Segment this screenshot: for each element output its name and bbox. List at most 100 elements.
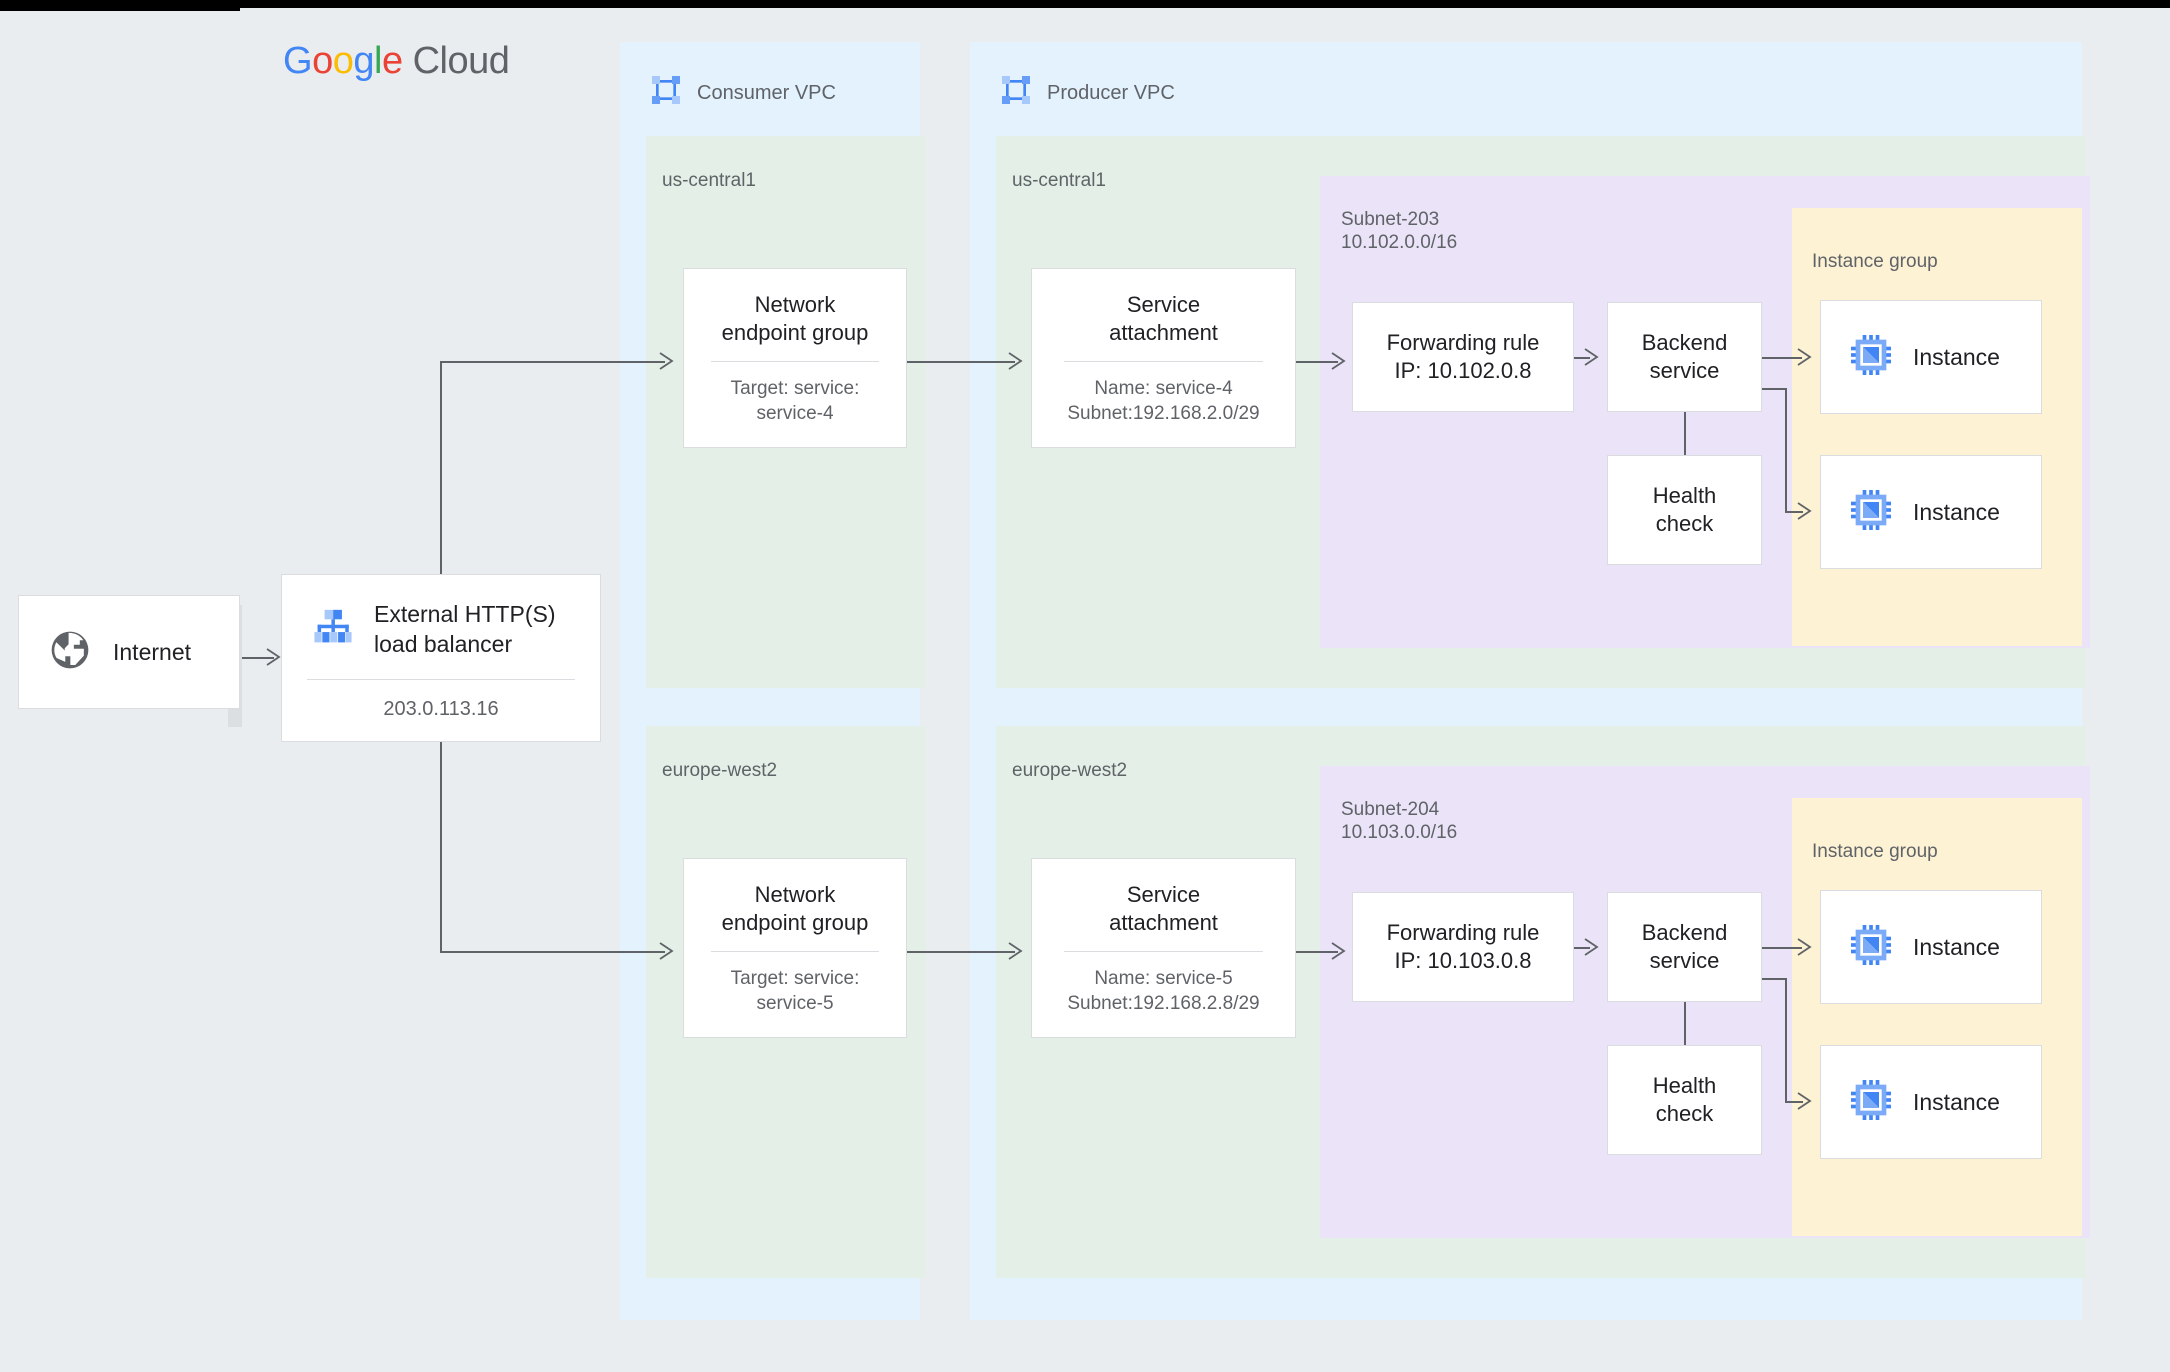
backend-service-text: Backend service (1641, 920, 1728, 973)
forwarding-rule-text: Forwarding rule IP: 10.102.0.8 (1386, 330, 1540, 383)
subnet-204-label: Subnet-204 10.103.0.0/16 (1341, 798, 1457, 844)
connector-neg-to-sa-us-central1 (907, 361, 1015, 363)
arrowhead-bs-to-instance-203-1 (1797, 348, 1812, 366)
producer-region-europe-west2-label: europe-west2 (1012, 760, 1128, 781)
arrowhead-sa-to-fr-204 (1331, 942, 1346, 960)
subnet-cidr: 10.102.0.0/16 (1341, 232, 1458, 253)
arrowhead-fr-to-bs-203 (1584, 348, 1599, 366)
connector-bs-elbow-h2-203 (1785, 511, 1803, 513)
backend-service-subnet-204[interactable]: Backend service (1607, 892, 1762, 1002)
backend-service-subnet-203[interactable]: Backend service (1607, 302, 1762, 412)
instance-203-2[interactable]: Instance (1820, 455, 2042, 569)
connector-bs-elbow-h1-204 (1762, 978, 1786, 980)
network-endpoint-group-europe-west2[interactable]: Network endpoint group Target: service: … (683, 858, 907, 1038)
arrowhead-lb-to-neg-europe-west2 (659, 942, 674, 960)
consumer-region-europe-west2-label: europe-west2 (662, 760, 778, 781)
divider (307, 679, 575, 680)
arrowhead-bs-to-instance-203-2 (1797, 502, 1812, 520)
producer-region-us-central1-label: us-central1 (1012, 170, 1106, 191)
load-balancer-icon (312, 606, 354, 653)
connector-bs-to-instance-204-1 (1762, 947, 1802, 949)
vpc-icon (1000, 74, 1032, 106)
external-http-load-balancer-node[interactable]: External HTTP(S) load balancer 203.0.113… (281, 574, 601, 742)
internet-label: Internet (113, 638, 191, 665)
instance-group-204-label: Instance group (1812, 841, 1938, 862)
connector-sa-to-fr-204 (1296, 951, 1338, 953)
top-black-bar-left (0, 0, 240, 11)
consumer-region-us-central1-label: us-central1 (662, 170, 756, 191)
arrowhead-bs-to-instance-204-2 (1797, 1092, 1812, 1110)
connector-bs-elbow-v-203 (1785, 388, 1787, 512)
service-attachment-us-central1[interactable]: Service attachment Name: service-4 Subne… (1031, 268, 1296, 448)
health-check-text: Health check (1652, 1073, 1717, 1126)
vpc-icon (650, 74, 682, 106)
service-attachment-europe-west2[interactable]: Service attachment Name: service-5 Subne… (1031, 858, 1296, 1038)
instance-label: Instance (1913, 1088, 2000, 1115)
subnet-cidr: 10.103.0.0/16 (1341, 822, 1458, 843)
instance-chip-icon (1851, 1079, 1891, 1125)
subnet-name: Subnet-204 (1341, 799, 1440, 820)
subnet-name: Subnet-203 (1341, 209, 1440, 230)
service-attachment-subtext: Name: service-5 Subnet:192.168.2.8/29 (1067, 967, 1260, 1014)
neg-subtext: Target: service: service-4 (730, 377, 860, 424)
connector-neg-to-sa-europe-west2 (907, 951, 1015, 953)
connector-lb-to-neg-us-central1 (440, 361, 665, 363)
service-attachment-title: Service attachment (1109, 881, 1218, 935)
arrowhead-bs-to-instance-204-1 (1797, 938, 1812, 956)
connector-bs-to-hc-203 (1684, 412, 1686, 455)
health-check-subnet-203[interactable]: Health check (1607, 455, 1762, 565)
health-check-subnet-204[interactable]: Health check (1607, 1045, 1762, 1155)
instance-204-2[interactable]: Instance (1820, 1045, 2042, 1159)
instance-label: Instance (1913, 933, 2000, 960)
connector-lb-to-neg-europe-west2 (440, 951, 665, 953)
divider (710, 950, 880, 952)
load-balancer-title: External HTTP(S) load balancer (374, 601, 556, 657)
divider (1063, 950, 1264, 952)
arrowhead-neg-to-sa-europe-west2 (1008, 942, 1023, 960)
arrowhead-neg-to-sa-us-central1 (1008, 352, 1023, 370)
subnet-203-label: Subnet-203 10.102.0.0/16 (1341, 208, 1457, 254)
connector-bs-to-hc-204 (1684, 1002, 1686, 1045)
connector-bs-to-instance-203-1 (1762, 357, 1802, 359)
load-balancer-ip: 203.0.113.16 (383, 698, 499, 720)
network-endpoint-group-us-central1[interactable]: Network endpoint group Target: service: … (683, 268, 907, 448)
neg-title: Network endpoint group (721, 881, 869, 935)
instance-chip-icon (1851, 924, 1891, 970)
top-black-bar-right (240, 0, 2170, 8)
backend-service-text: Backend service (1641, 330, 1728, 383)
health-check-text: Health check (1652, 483, 1717, 536)
connector-bs-elbow-h2-204 (1785, 1101, 1803, 1103)
neg-title: Network endpoint group (721, 291, 869, 345)
lb-spine-up (440, 361, 442, 574)
producer-vpc-title: Producer VPC (1047, 82, 1175, 104)
logo-letter-e: e (381, 40, 403, 82)
arrowhead-internet-to-lb (266, 648, 281, 666)
logo-letter-o1: o (312, 40, 333, 82)
logo-letter-g: g (353, 40, 374, 82)
logo-letter-o2: o (332, 40, 354, 82)
arrowhead-lb-to-neg-us-central1 (659, 352, 674, 370)
logo-letter-G: G (283, 40, 313, 82)
instance-group-203-label: Instance group (1812, 251, 1938, 272)
connector-sa-to-fr-203 (1296, 361, 1338, 363)
instance-chip-icon (1851, 489, 1891, 535)
instance-chip-icon (1851, 334, 1891, 380)
connector-fr-to-bs-203 (1574, 357, 1590, 359)
connector-bs-elbow-v-204 (1785, 978, 1787, 1102)
divider (1063, 360, 1264, 362)
logo-letter-l: l (373, 40, 382, 82)
internet-node[interactable]: Internet (18, 595, 240, 709)
lb-spine-down (440, 742, 442, 952)
forwarding-rule-subnet-204[interactable]: Forwarding rule IP: 10.103.0.8 (1352, 892, 1574, 1002)
forwarding-rule-subnet-203[interactable]: Forwarding rule IP: 10.102.0.8 (1352, 302, 1574, 412)
neg-subtext: Target: service: service-5 (730, 967, 860, 1014)
connector-bs-elbow-h1-203 (1762, 388, 1786, 390)
consumer-vpc-title: Consumer VPC (697, 82, 836, 104)
divider (710, 360, 880, 362)
instance-group-subnet-204 (1792, 798, 2082, 1236)
instance-203-1[interactable]: Instance (1820, 300, 2042, 414)
arrowhead-sa-to-fr-203 (1331, 352, 1346, 370)
instance-label: Instance (1913, 343, 2000, 370)
instance-204-1[interactable]: Instance (1820, 890, 2042, 1004)
